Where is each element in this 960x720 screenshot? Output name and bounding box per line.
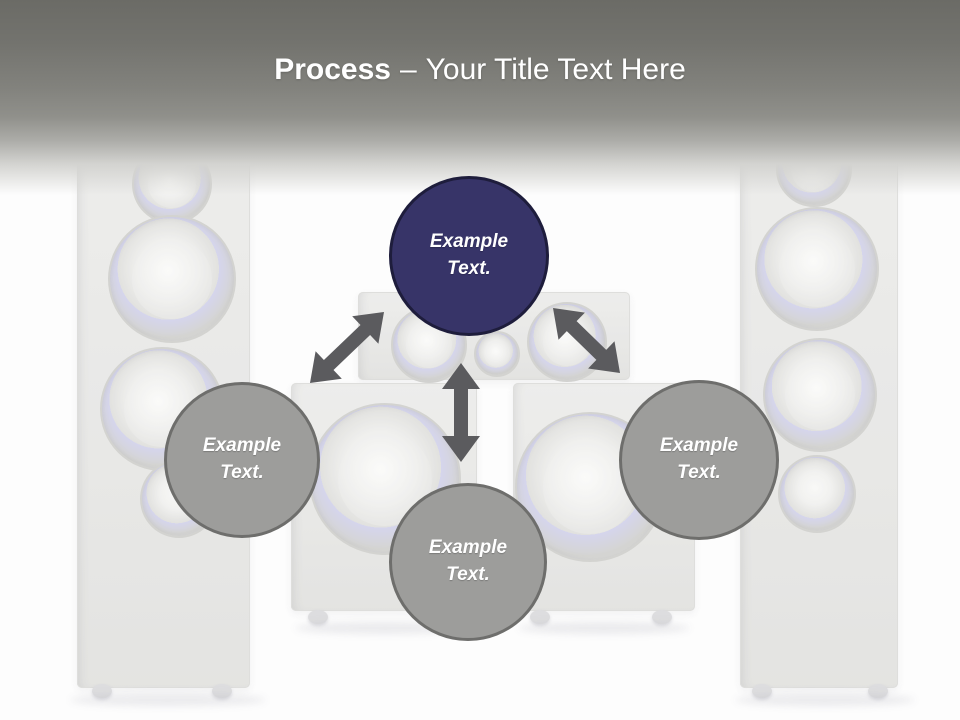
floor-shadow xyxy=(70,694,266,706)
speaker-port xyxy=(778,455,856,533)
speaker-foot xyxy=(212,684,232,698)
speaker-foot xyxy=(868,684,888,698)
slide-header: Process–Your Title Text Here xyxy=(0,0,960,195)
speaker-foot xyxy=(530,610,550,624)
floor-shadow xyxy=(518,622,690,634)
speaker-tweeter xyxy=(474,331,520,377)
speaker-foot xyxy=(752,684,772,698)
speaker-foot xyxy=(652,610,672,624)
right-tower-speaker xyxy=(740,130,898,688)
speaker-driver xyxy=(108,215,236,343)
node-right: Example Text. xyxy=(619,380,779,540)
title-emphasis-text: Process xyxy=(274,53,391,86)
title-rest-text: Your Title Text Here xyxy=(425,53,686,86)
slide-title: Process–Your Title Text Here xyxy=(0,52,960,88)
floor-shadow xyxy=(735,694,915,706)
speaker-foot xyxy=(92,684,112,698)
speaker-driver xyxy=(755,207,879,331)
speaker-driver xyxy=(527,302,607,382)
node-top: Example Text. xyxy=(389,176,549,336)
node-left: Example Text. xyxy=(164,382,320,538)
node-label: Example Text. xyxy=(202,435,282,483)
speaker-foot xyxy=(308,610,328,624)
title-separator: – xyxy=(399,53,417,86)
node-label: Example Text. xyxy=(659,435,739,483)
node-label: Example Text. xyxy=(429,231,509,279)
node-label: Example Text. xyxy=(428,537,508,585)
node-bottom: Example Text. xyxy=(389,483,547,641)
speaker-driver xyxy=(763,338,877,452)
